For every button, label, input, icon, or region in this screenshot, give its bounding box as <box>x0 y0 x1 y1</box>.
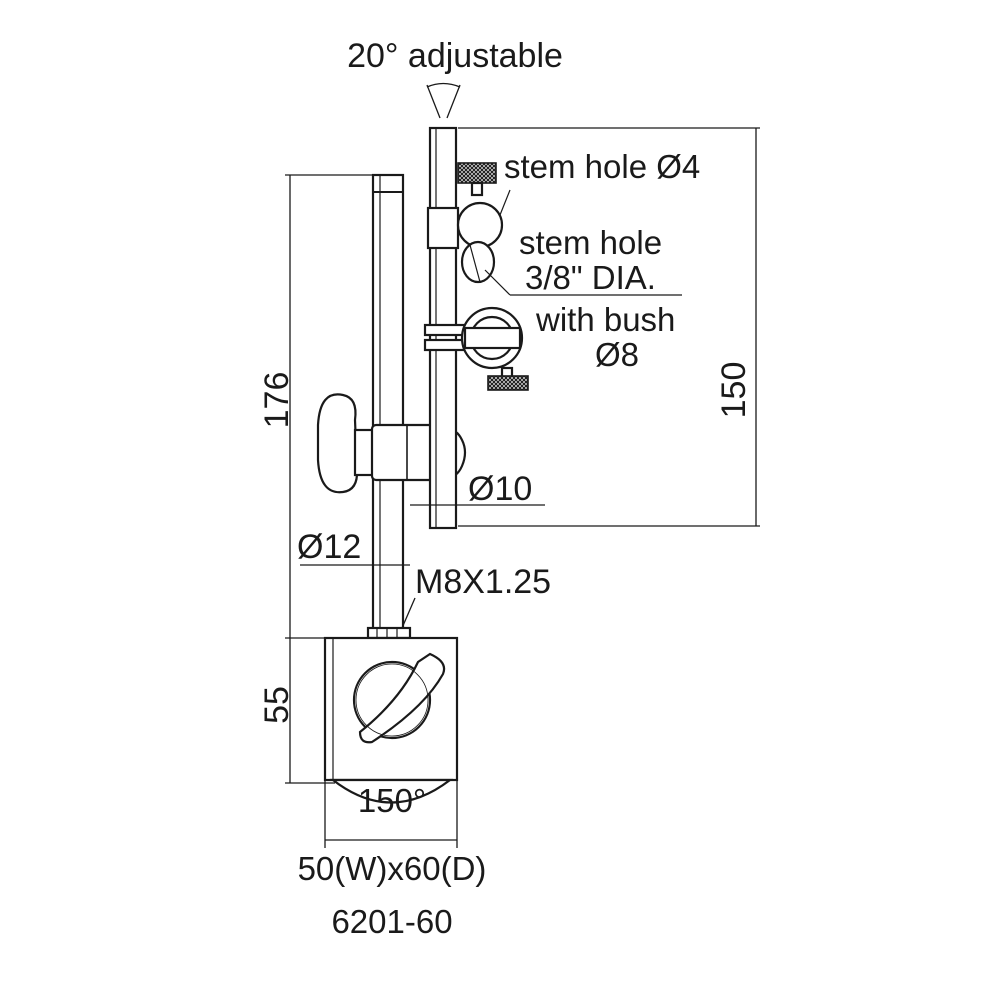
main-rod <box>371 173 405 632</box>
stem-hole-label-line2: 3/8" DIA. <box>525 259 656 296</box>
thread-leader <box>401 597 416 629</box>
dim-55-lines <box>285 638 335 784</box>
thread-stub <box>366 626 412 640</box>
dim-176-lines <box>285 174 373 639</box>
thread-spec: M8X1.25 <box>415 563 551 601</box>
magnetic-base <box>323 636 459 804</box>
bush-label-line1: with bush <box>535 301 675 338</box>
bush-label-line2: Ø8 <box>595 336 639 373</box>
adjust-angle-indicator <box>426 82 461 119</box>
upper-stem-holder <box>426 162 504 284</box>
base-size-label: 50(W)x60(D) <box>298 850 487 887</box>
stem-hole-4-label: stem hole Ø4 <box>504 148 700 185</box>
swivel-clamp <box>316 393 467 494</box>
model-number: 6201-60 <box>331 903 452 940</box>
base-angle-label: 150° <box>358 782 426 819</box>
dim-d12: Ø12 <box>297 528 361 566</box>
dim-150: 150 <box>715 362 753 419</box>
bush-holder <box>423 306 529 391</box>
dim-d10: Ø10 <box>468 470 532 508</box>
label-leaders <box>484 189 682 296</box>
dim-176: 176 <box>258 372 296 429</box>
dim-55: 55 <box>258 686 296 724</box>
stem-hole-label-line1: stem hole <box>519 224 662 261</box>
dim-base-width-lines <box>324 780 458 848</box>
dim-150-lines <box>458 127 760 527</box>
adjustable-label: 20° adjustable <box>347 37 563 75</box>
magnet-switch-knob <box>355 663 429 737</box>
